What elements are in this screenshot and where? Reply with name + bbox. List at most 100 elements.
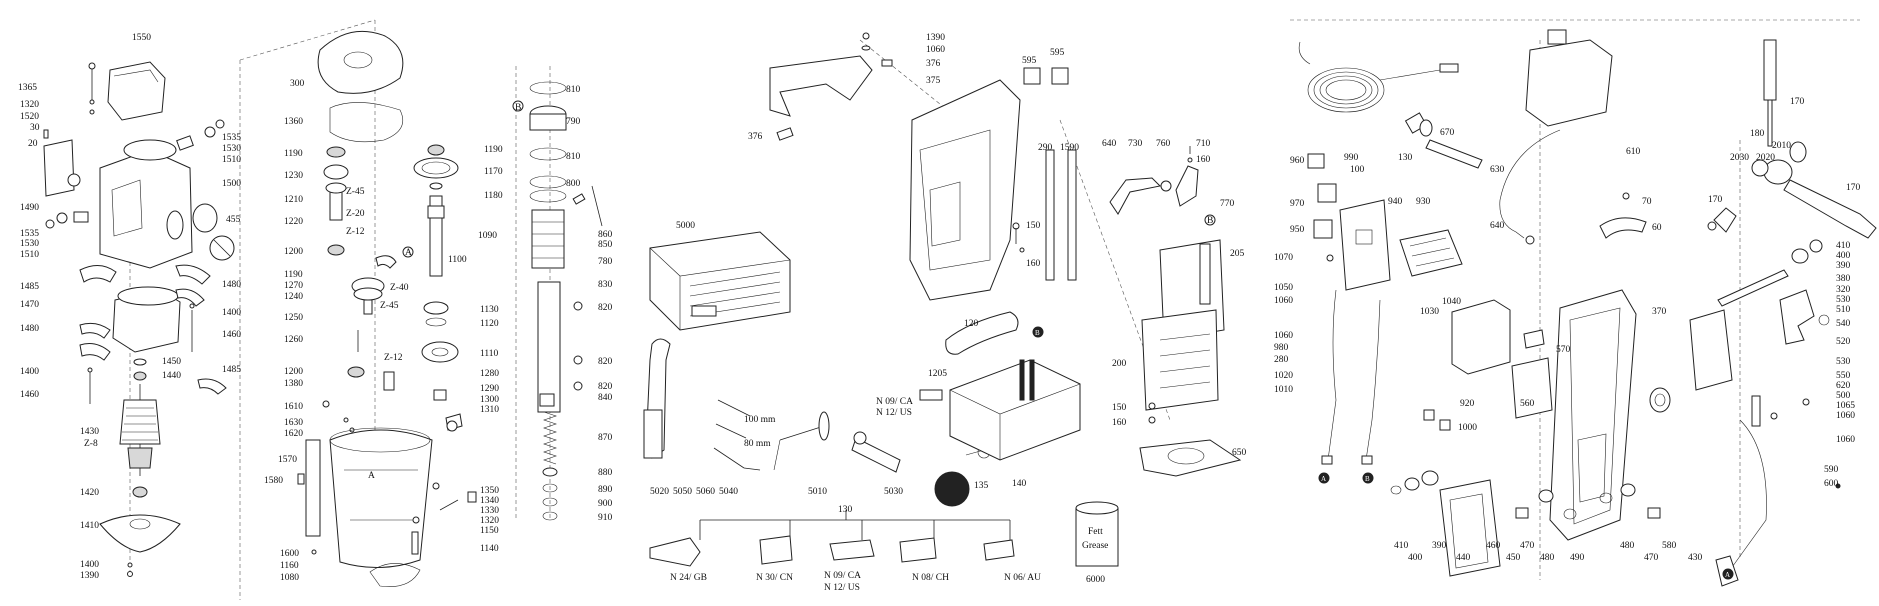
plug-us-part bbox=[829, 539, 875, 561]
part-label: 1160 bbox=[280, 561, 299, 571]
part-label: 600 bbox=[1824, 479, 1839, 489]
part-label: N 09/ CA bbox=[824, 571, 861, 581]
part-label: 5060 bbox=[696, 487, 715, 497]
part-label: 470 bbox=[1520, 541, 1535, 551]
part-label: 1150 bbox=[480, 526, 499, 536]
part-label: 2030 bbox=[1730, 153, 1749, 163]
part-label: 375 bbox=[926, 76, 941, 86]
part-label: 1430 bbox=[80, 427, 99, 437]
plug-ch-part bbox=[899, 537, 937, 563]
part-label: 1400 bbox=[222, 308, 241, 318]
part-label: 1620 bbox=[284, 429, 303, 439]
part-label: 150 bbox=[1026, 221, 1041, 231]
part-label: 1290 bbox=[480, 384, 499, 394]
part-label: Z-20 bbox=[346, 209, 365, 219]
part-label: 1300 bbox=[480, 395, 499, 405]
part-label: 135 bbox=[974, 481, 989, 491]
part-label: 460 bbox=[1486, 541, 1501, 551]
part-label: 1060 bbox=[1274, 331, 1293, 341]
marker-letter-b: B bbox=[1207, 216, 1213, 226]
part-label: 1520 bbox=[20, 112, 39, 122]
motor-cover-part bbox=[107, 61, 166, 121]
part-label: 550 bbox=[1836, 371, 1851, 381]
part-label: 200 bbox=[1112, 359, 1127, 369]
part-label: 1380 bbox=[284, 379, 303, 389]
part-label: 1190 bbox=[484, 145, 503, 155]
part-label: 120 bbox=[964, 319, 979, 329]
part-label: 610 bbox=[1626, 147, 1641, 157]
part-label: 1480 bbox=[20, 324, 39, 334]
part-label: 790 bbox=[566, 117, 581, 127]
part-label: 280 bbox=[1274, 355, 1289, 365]
spindle-tube-part bbox=[537, 281, 561, 413]
part-label: 1485 bbox=[222, 365, 241, 375]
part-label: 1485 bbox=[20, 282, 39, 292]
part-label: 1330 bbox=[480, 506, 499, 516]
plug-cn-part bbox=[759, 535, 793, 565]
plug-gb-part bbox=[649, 537, 701, 567]
part-label: 1270 bbox=[284, 281, 303, 291]
large-gear-part bbox=[413, 157, 459, 179]
part-label: 160 bbox=[1026, 259, 1041, 269]
part-label: 1000 bbox=[1458, 423, 1477, 433]
part-label: 1190 bbox=[284, 270, 303, 280]
part-label: 1040 bbox=[1442, 297, 1461, 307]
part-label: 820 bbox=[598, 382, 613, 392]
marker-letter-b: B bbox=[1365, 475, 1370, 483]
part-label: 1140 bbox=[480, 544, 499, 554]
part-label: 970 bbox=[1290, 199, 1305, 209]
part-label: 1070 bbox=[1274, 253, 1293, 263]
part-label: 860 bbox=[598, 230, 613, 240]
circuit-board-part bbox=[1399, 229, 1463, 277]
part-label: 1410 bbox=[80, 521, 99, 531]
spindle-group: B 810 790 810 800 860 850 780 830 820 82… bbox=[512, 66, 613, 523]
part-label: 1440 bbox=[162, 371, 181, 381]
part-label: 730 bbox=[1128, 139, 1143, 149]
part-label: 1630 bbox=[284, 418, 303, 428]
part-label: 1310 bbox=[480, 405, 499, 415]
marker-letter-a: A bbox=[368, 471, 375, 481]
part-label: 480 bbox=[1540, 553, 1555, 563]
part-label: 100 mm bbox=[744, 415, 776, 425]
part-label: 1350 bbox=[480, 486, 499, 496]
part-label: 170 bbox=[1790, 97, 1805, 107]
part-label: 2020 bbox=[1756, 153, 1775, 163]
part-label: 1220 bbox=[284, 217, 303, 227]
part-label: 640 bbox=[1490, 221, 1505, 231]
part-label: 1400 bbox=[20, 367, 39, 377]
part-label: 100 bbox=[1350, 165, 1365, 175]
part-label: 830 bbox=[598, 280, 613, 290]
part-label: 390 bbox=[1432, 541, 1447, 551]
part-label: 5030 bbox=[884, 487, 903, 497]
part-label: N 09/ CA bbox=[876, 397, 913, 407]
part-label: 1390 bbox=[80, 571, 99, 581]
part-label: 1280 bbox=[480, 369, 499, 379]
drill-frame-part bbox=[909, 79, 1021, 301]
part-label: 1170 bbox=[484, 167, 503, 177]
part-label: 160 bbox=[1112, 418, 1127, 428]
part-label: 6000 bbox=[1086, 575, 1105, 585]
part-label: 840 bbox=[598, 393, 613, 403]
part-label: 595 bbox=[1050, 48, 1065, 58]
part-label: 300 bbox=[290, 79, 305, 89]
frame-group: B B 1390 1060 376 375 376 595 595 290 15… bbox=[748, 32, 1247, 489]
part-label: 1400 bbox=[80, 560, 99, 570]
part-label: 170 bbox=[1846, 183, 1861, 193]
part-label: 1535 bbox=[222, 133, 241, 143]
part-label: 820 bbox=[598, 303, 613, 313]
part-label: 580 bbox=[1662, 541, 1677, 551]
part-label: 130 bbox=[1398, 153, 1413, 163]
part-label: 1240 bbox=[284, 292, 303, 302]
part-label: 376 bbox=[748, 132, 763, 142]
marker-letter-a: A bbox=[405, 248, 412, 258]
part-label: 440 bbox=[1456, 553, 1471, 563]
marker-letter-b: B bbox=[515, 103, 521, 113]
part-label: 870 bbox=[598, 433, 613, 443]
coolant-tank-part bbox=[1525, 39, 1613, 127]
part-label: 470 bbox=[1644, 553, 1659, 563]
part-label: 1320 bbox=[480, 516, 499, 526]
part-label: 376 bbox=[926, 59, 941, 69]
part-label: 1340 bbox=[480, 496, 499, 506]
plug-au-part bbox=[983, 539, 1015, 561]
